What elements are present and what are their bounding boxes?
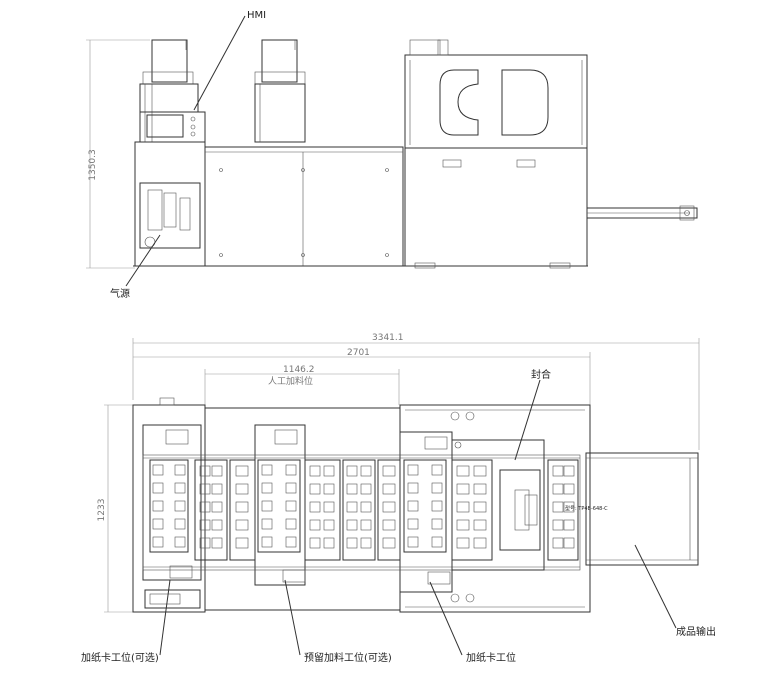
reserved-feed-optional-label: 预留加料工位(可选) [304, 651, 392, 664]
seal-head-top: 型号: TP4B-648-C [450, 411, 608, 603]
manual-zone-dimension: 1146.2 [283, 365, 315, 375]
frame-length-dimension: 2701 [347, 348, 370, 358]
control-box [144, 589, 201, 609]
overall-length-dimension: 3341.1 [372, 333, 404, 343]
model-text: 型号: TP4B-648-C [565, 505, 608, 512]
air-source-label: 气源 [110, 287, 130, 300]
hmi-panel [139, 111, 206, 143]
front-view: 1350.3 [86, 10, 698, 300]
top-view: 3341.1 2701 1146.2 人工加料位 1233 [81, 333, 716, 664]
depth-dimension: 1233 [97, 499, 107, 522]
card-station-label: 加纸卡工位 [466, 651, 516, 664]
seal-logo-d [501, 69, 549, 136]
card-station-optional-label: 加纸卡工位(可选) [81, 651, 159, 664]
hmi-screen [146, 114, 184, 138]
tray-cavities [149, 459, 493, 561]
seal-station-frame [399, 404, 591, 613]
seal-logo-c [439, 69, 479, 136]
left-cabinet-top [132, 404, 206, 613]
height-dimension: 1350.3 [88, 149, 98, 181]
air-source-unit [139, 182, 201, 249]
output-label: 成品输出 [676, 625, 716, 638]
output-conveyor-front [586, 205, 698, 221]
seal-label: 封合 [531, 368, 551, 381]
hmi-label: HMI [247, 10, 266, 21]
manual-zone-label: 人工加料位 [268, 375, 313, 387]
seal-station-front [404, 39, 588, 269]
